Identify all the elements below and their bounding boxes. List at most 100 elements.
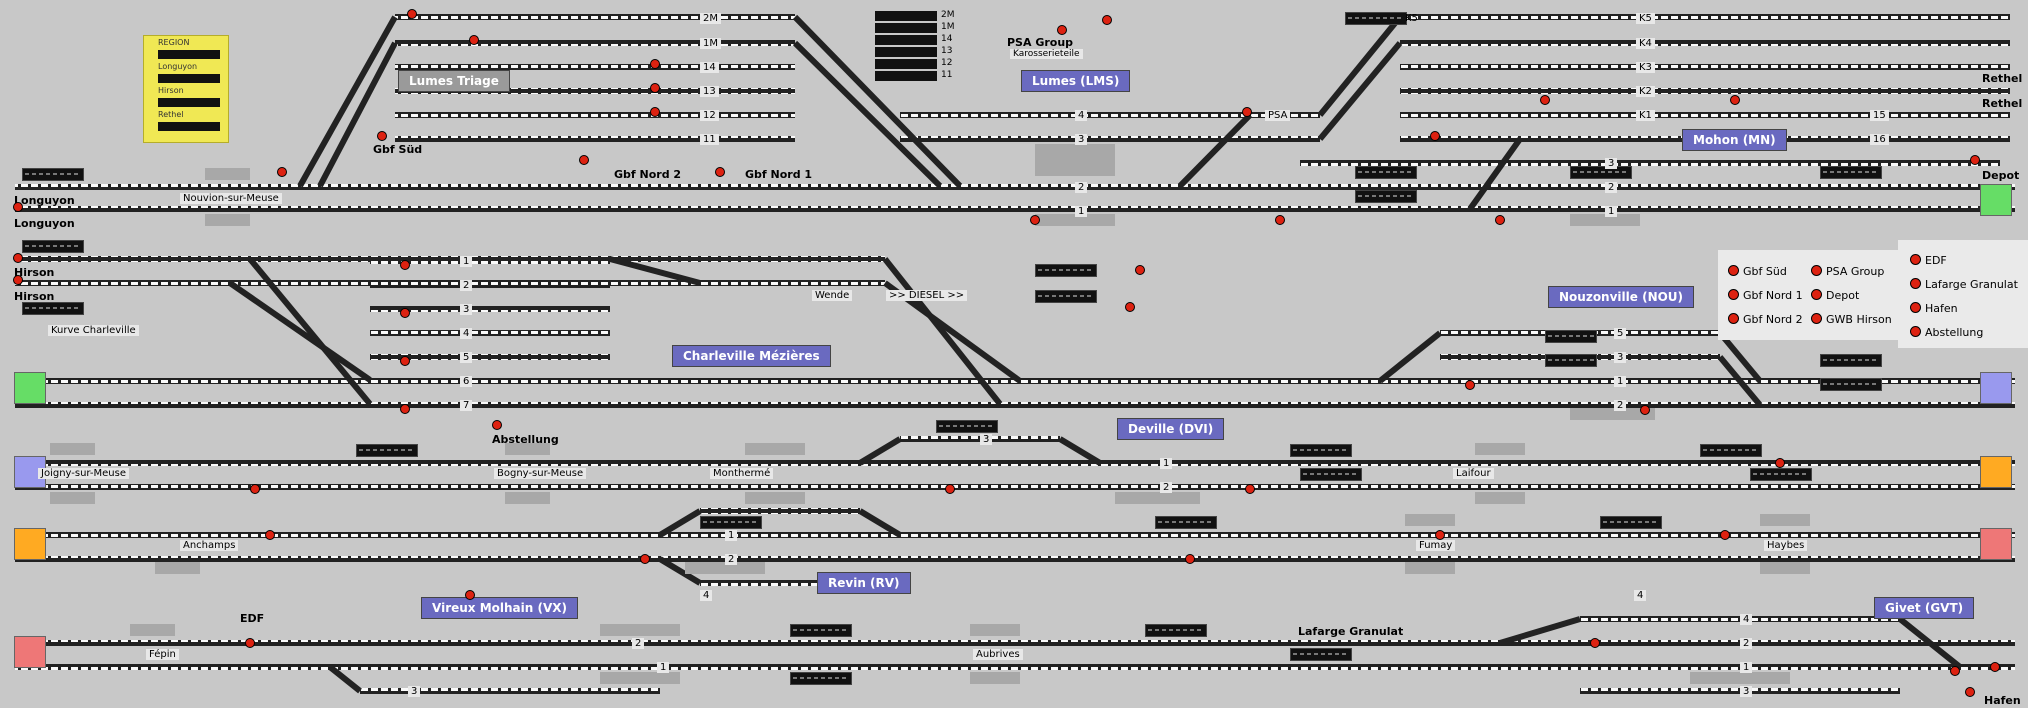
hirson-label: Hirson xyxy=(14,266,55,279)
platform xyxy=(1405,514,1455,526)
platform xyxy=(505,443,550,455)
diesel-label: >> DIESEL >> xyxy=(886,290,968,301)
legend-entry: PSA Group xyxy=(1811,265,1884,278)
track-label: 3 xyxy=(1075,134,1088,145)
edf-label: EDF xyxy=(240,612,265,625)
legend-entry: Gbf Nord 2 xyxy=(1728,313,1803,326)
platform xyxy=(745,443,805,455)
block-indicator xyxy=(936,420,998,433)
block-indicator xyxy=(1545,330,1597,343)
legend-bar xyxy=(158,74,220,83)
platform xyxy=(505,492,550,504)
block-indicator xyxy=(1545,354,1597,367)
aubrives-label: Aubrives xyxy=(973,649,1023,660)
anchamps-label: Anchamps xyxy=(180,540,239,551)
wende-label: Wende xyxy=(812,290,853,301)
station-revin: Revin (RV) xyxy=(817,572,911,594)
platform xyxy=(1690,672,1790,684)
lafarge-label: Lafarge Granulat xyxy=(1298,625,1404,638)
track-label: 4 xyxy=(1740,614,1753,625)
block-indicator xyxy=(356,444,418,457)
legend-bar xyxy=(158,98,220,107)
track-label: 2 xyxy=(1075,182,1088,193)
block-indicator xyxy=(1290,648,1352,661)
track-label: 16 xyxy=(1870,134,1889,145)
legend-entry: Abstellung xyxy=(1910,326,1983,339)
terminal-hirson-west[interactable] xyxy=(14,372,46,404)
track-label: 1 xyxy=(657,662,670,673)
terminal-haybes-east[interactable] xyxy=(1980,528,2012,560)
terminal-rethel-east[interactable] xyxy=(1980,184,2012,216)
track-label: 2M xyxy=(700,13,721,24)
track-label: K2 xyxy=(1636,86,1655,97)
terminal-nouzonville-east[interactable] xyxy=(1980,372,2012,404)
track-label: 1 xyxy=(1740,662,1753,673)
track-label: 4 xyxy=(700,590,713,601)
track-label: 5 xyxy=(1614,328,1627,339)
track-label: 15 xyxy=(1870,110,1889,121)
terminal-laifour-east[interactable] xyxy=(1980,456,2012,488)
block-indicator xyxy=(1700,444,1762,457)
legend-entry: Depot xyxy=(1811,289,1859,302)
track-label: 1 xyxy=(1075,206,1088,217)
track-label: 1M xyxy=(700,38,721,49)
station-nouzonville: Nouzonville (NOU) xyxy=(1548,286,1695,308)
legend-entry: Hafen xyxy=(1910,302,1958,315)
rethel-label: Rethel xyxy=(1982,72,2023,85)
track-curves xyxy=(228,14,1962,694)
track-label: 3 xyxy=(1740,686,1753,697)
platform xyxy=(970,624,1020,636)
platform xyxy=(1760,562,1810,574)
track-label: 1 xyxy=(1160,458,1173,469)
kurve-label: Kurve Charleville xyxy=(48,325,139,336)
abstellung-label: Abstellung xyxy=(492,433,559,446)
platform xyxy=(1475,492,1525,504)
counter-label: 2M xyxy=(941,10,955,20)
block-indicator xyxy=(1820,166,1882,179)
legend-entry: Lafarge Granulat xyxy=(1910,278,2018,291)
legend-entry: Gbf Nord 1 xyxy=(1728,289,1803,302)
terminal-anchamps-west[interactable] xyxy=(14,528,46,560)
track-segments xyxy=(15,14,2015,694)
legend-bar xyxy=(158,122,220,131)
joigny-label: Joigny-sur-Meuse xyxy=(38,468,129,479)
track-label: 2 xyxy=(460,280,473,291)
platform xyxy=(50,492,95,504)
terminal-fepin-west[interactable] xyxy=(14,636,46,668)
gbf-nord1-label: Gbf Nord 1 xyxy=(745,168,813,181)
fepin-label: Fépin xyxy=(146,649,179,660)
platform xyxy=(970,672,1020,684)
block-indicator xyxy=(1355,190,1417,203)
track-label: 13 xyxy=(700,86,719,97)
siding-legend-2: EDF Lafarge Granulat Hafen Abstellung xyxy=(1898,240,2028,348)
track-label: 14 xyxy=(700,62,719,73)
station-lumes-triage: Lumes Triage xyxy=(398,70,510,92)
track-label: 3 xyxy=(980,434,993,445)
counter-label: 14 xyxy=(941,34,953,44)
counter-label: 11 xyxy=(941,70,953,80)
siding-legend: Gbf Süd Gbf Nord 1 Gbf Nord 2 PSA Group … xyxy=(1718,250,1898,340)
track-label: 2 xyxy=(725,554,738,565)
block-indicator xyxy=(1035,290,1097,303)
counter-label: 12 xyxy=(941,58,953,68)
station-deville: Deville (DVI) xyxy=(1117,418,1225,440)
haybes-label: Haybes xyxy=(1764,540,1808,551)
karosserie-label: Karosserieteile xyxy=(1010,49,1083,59)
track-label: 5 xyxy=(460,352,473,363)
platform xyxy=(600,672,680,684)
station-charleville: Charleville Mézières xyxy=(672,345,831,367)
block-indicator xyxy=(1290,444,1352,457)
platform xyxy=(50,443,95,455)
hafen-label: Hafen xyxy=(1984,694,2021,707)
legend-title: REGION xyxy=(158,38,190,47)
track-label: 1 xyxy=(1605,206,1618,217)
station-lumes-lms: Lumes (LMS) xyxy=(1021,70,1131,92)
bogny-label: Bogny-sur-Meuse xyxy=(494,468,587,479)
track-label: 12 xyxy=(700,110,719,121)
track-label: 2 xyxy=(632,638,645,649)
platform xyxy=(600,624,680,636)
legend-entry: GWB Hirson xyxy=(1811,313,1892,326)
hirson-label: Hirson xyxy=(14,290,55,303)
gbf-sud-label: Gbf Süd xyxy=(373,143,423,156)
track-label: K4 xyxy=(1636,38,1655,49)
